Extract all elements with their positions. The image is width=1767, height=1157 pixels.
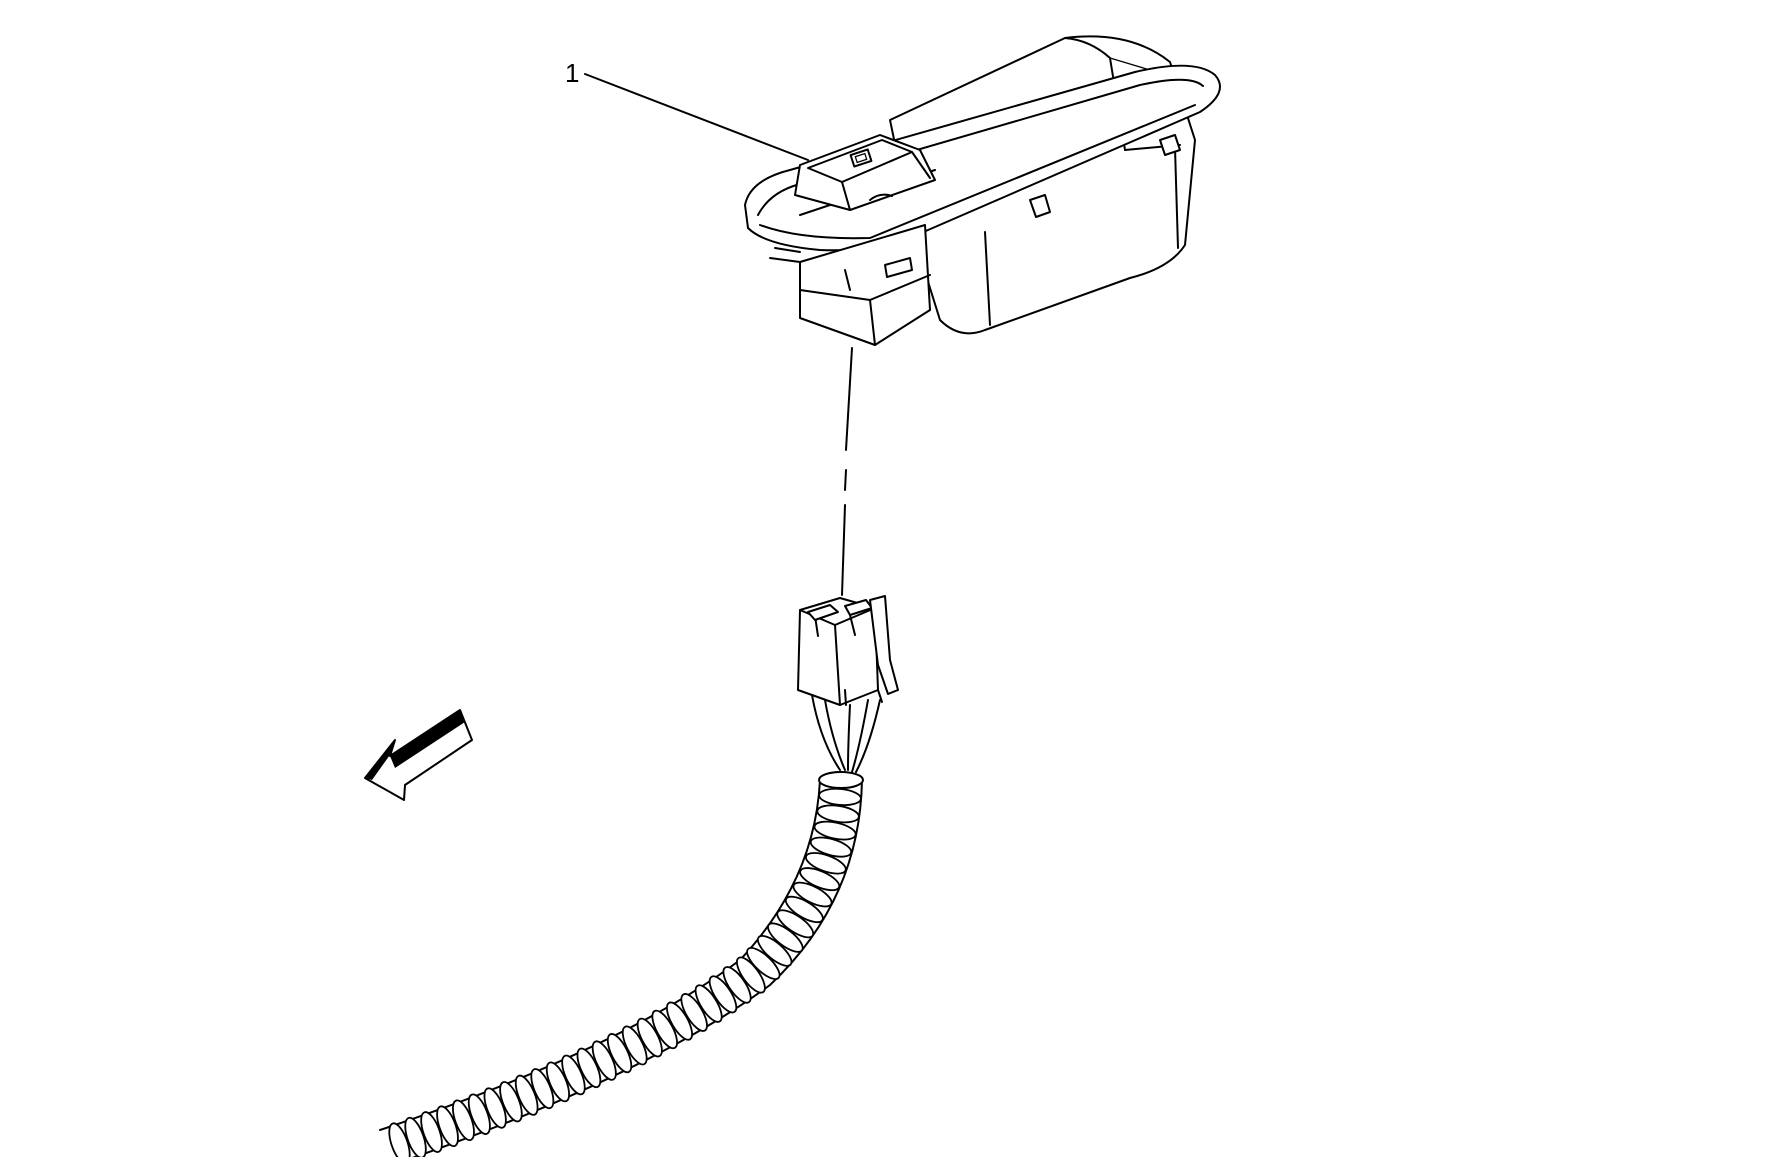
conduit-end-cap — [818, 771, 864, 789]
conduit-ring — [576, 1047, 602, 1089]
conduit-ring — [636, 1017, 663, 1058]
conduit-ring — [545, 1061, 571, 1103]
wire-conduit — [379, 771, 864, 1157]
conduit-ring — [530, 1068, 555, 1110]
conduit-ring — [452, 1099, 475, 1142]
conduit-ring — [514, 1074, 539, 1116]
conduit-ring — [499, 1081, 523, 1123]
conduit-ring — [818, 787, 862, 807]
conduit-ring — [736, 956, 766, 994]
window-switch — [769, 134, 936, 346]
conduit-ring — [799, 867, 841, 892]
alignment-line — [841, 347, 853, 596]
conduit-ring — [767, 922, 804, 953]
conduit-ring — [621, 1025, 648, 1066]
conduit-ring — [420, 1111, 443, 1153]
conduit-ring — [436, 1105, 459, 1148]
conduit-ring — [722, 966, 752, 1004]
harness-wires — [811, 694, 881, 773]
conduit-ring — [467, 1093, 491, 1135]
conduit-ring — [708, 975, 738, 1014]
conduit-ring — [809, 836, 853, 858]
forward-direction-arrow — [364, 709, 473, 801]
callout-label-1: 1 — [565, 58, 579, 88]
conduit-ring — [680, 993, 708, 1032]
conduit-ring — [805, 852, 847, 875]
conduit-ring — [792, 881, 833, 908]
conduit-ring — [591, 1040, 617, 1081]
conduit-ring — [694, 984, 723, 1023]
callout-1: 1 — [565, 58, 809, 161]
conduit-ring — [666, 1001, 693, 1041]
conduit-ring — [776, 909, 815, 939]
conduit-ring — [813, 820, 857, 841]
leader-line — [584, 73, 809, 161]
conduit-ring — [757, 934, 793, 967]
conduit-ring — [388, 1122, 411, 1157]
conduit-ring — [784, 895, 824, 924]
conduit-ring — [561, 1054, 586, 1096]
conduit-ring — [746, 947, 781, 980]
conduit-ring — [651, 1009, 678, 1050]
conduit-ring — [404, 1116, 427, 1157]
conduit-ring — [483, 1087, 507, 1129]
conduit-ring — [606, 1033, 633, 1074]
conduit-ring — [816, 804, 860, 824]
harness-connector — [797, 595, 899, 706]
